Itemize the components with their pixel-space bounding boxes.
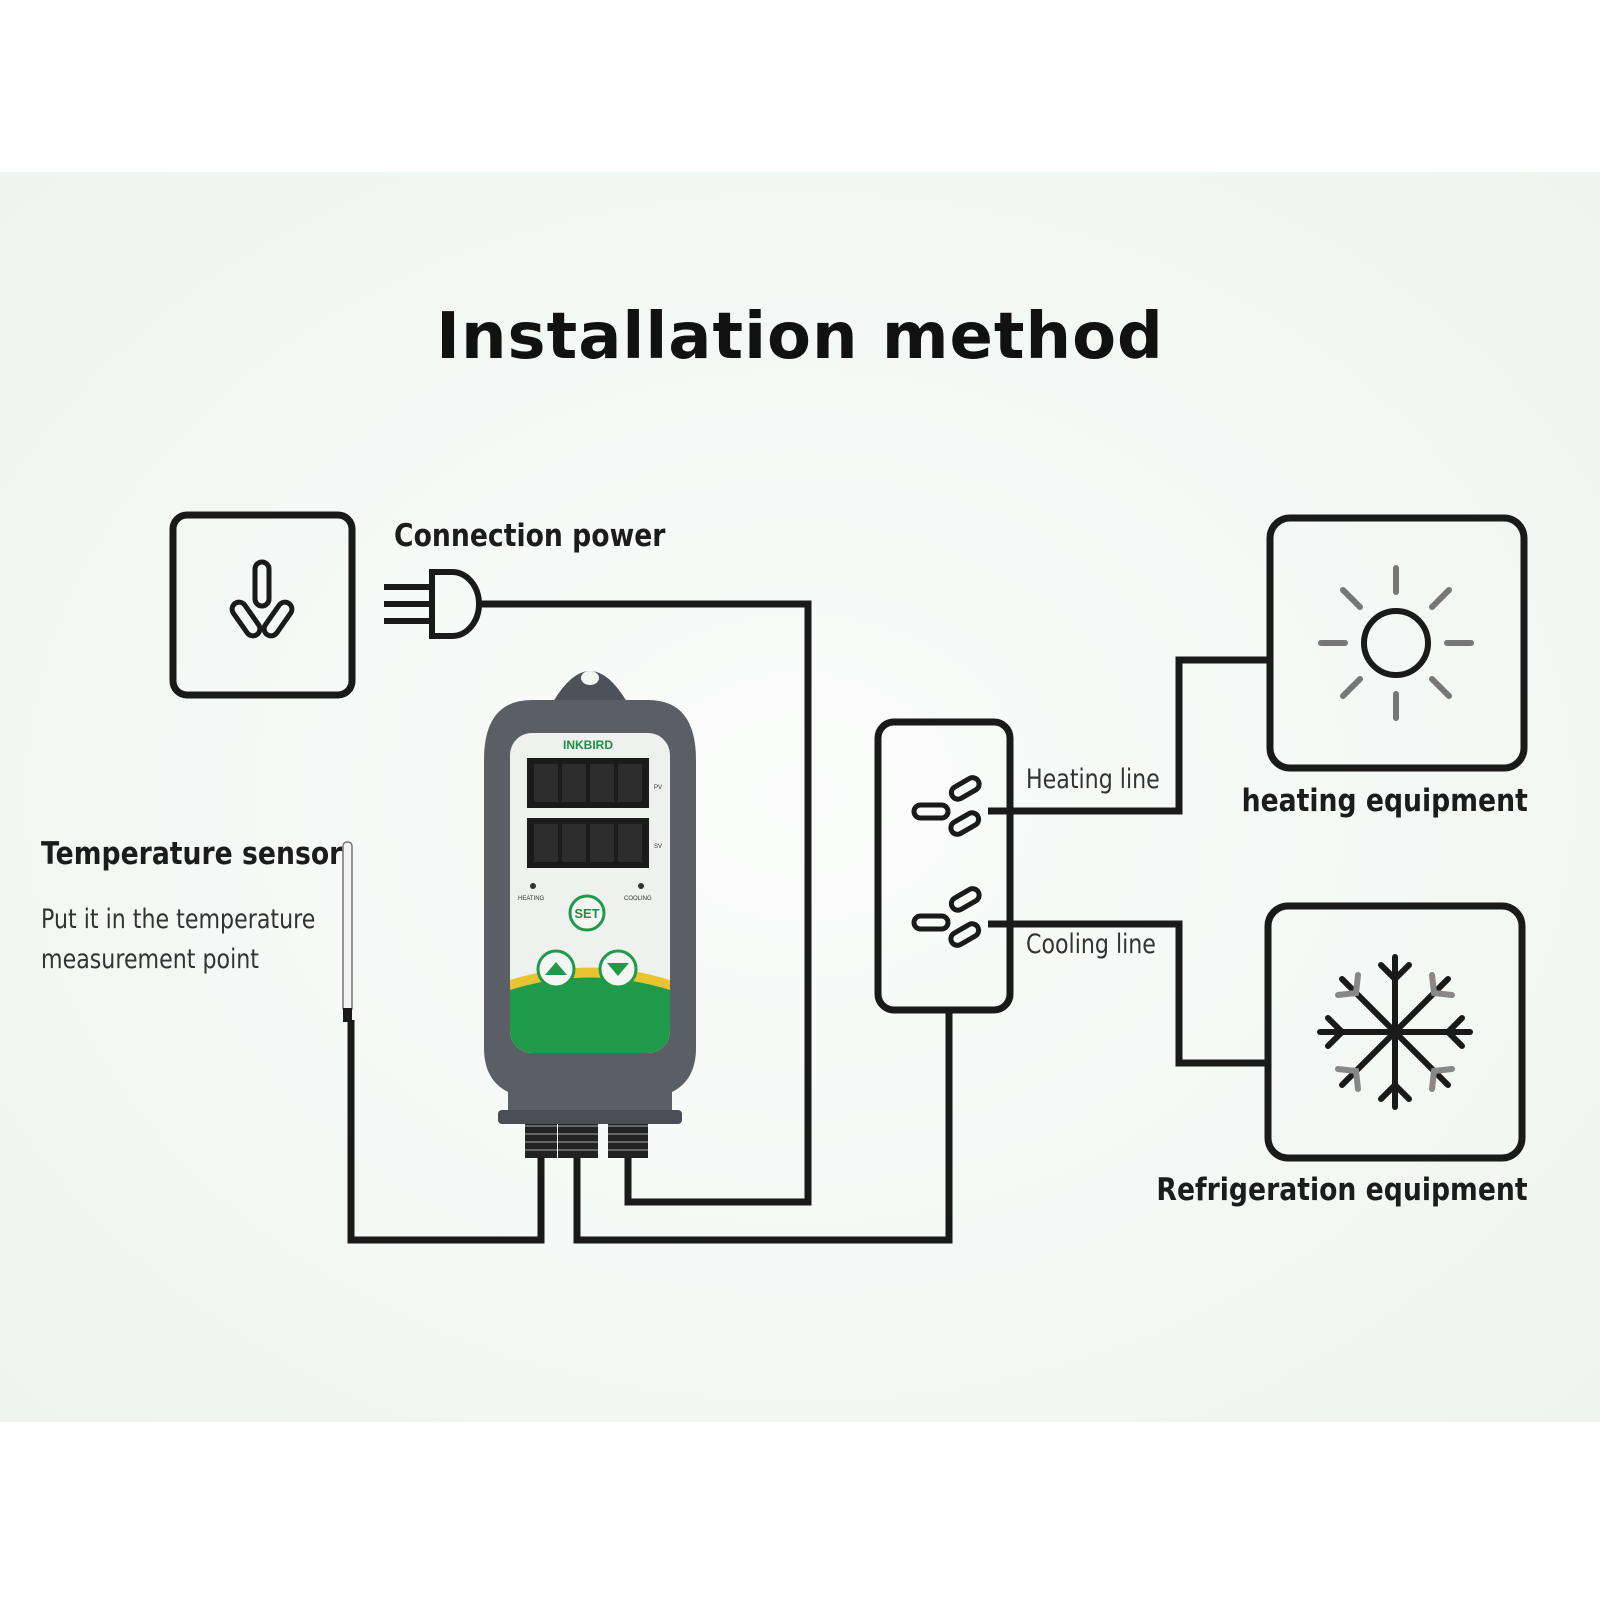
- sensor-hint-line1: Put it in the temperature: [41, 904, 316, 935]
- background-panel: [0, 172, 1600, 1422]
- set-button-label: SET: [574, 906, 599, 921]
- device-sv-label: SV: [654, 844, 662, 850]
- heating-line-wire: [988, 656, 1268, 815]
- heating-line-label: Heating line: [1026, 764, 1160, 795]
- device-brand: INKBIRD: [563, 738, 613, 752]
- up-arrow-icon: [545, 962, 567, 975]
- wires: [347, 600, 1268, 1244]
- device-cables: [525, 1118, 648, 1158]
- device-pv-label: PV: [654, 785, 662, 791]
- down-arrow-icon: [607, 963, 629, 976]
- temperature-sensor-label: Temperature sensor: [41, 836, 343, 872]
- heating-outlet: [911, 775, 982, 837]
- device-cooling-label: COOLING: [624, 896, 652, 902]
- output-wire: [573, 1010, 953, 1244]
- refrigeration-equipment-label: Refrigeration equipment: [1156, 1172, 1528, 1208]
- power-wire: [476, 600, 812, 1206]
- heating-equipment-label: heating equipment: [1241, 783, 1528, 819]
- wall-socket-icon: [169, 511, 356, 699]
- snowflake-icon: [1264, 902, 1526, 1162]
- connection-power-label: Connection power: [394, 518, 666, 554]
- device-heating-label: HEATING: [518, 896, 545, 902]
- temperature-controller: INKBIRD PV SV HEATING COOLING SET: [484, 671, 696, 1158]
- power-plug-icon: [384, 569, 482, 639]
- sensor-wire: [347, 1020, 545, 1244]
- outlet-strip-icon: [874, 718, 1014, 1014]
- cooling-outlet: [911, 886, 982, 948]
- sensor-hint-line2: measurement point: [41, 944, 259, 975]
- sun-icon: [1266, 514, 1528, 772]
- cooling-line-wire: [988, 920, 1268, 1067]
- cooling-line-label: Cooling line: [1026, 929, 1156, 960]
- temperature-probe-icon: [342, 841, 353, 1022]
- page-title: Installation method: [436, 300, 1164, 374]
